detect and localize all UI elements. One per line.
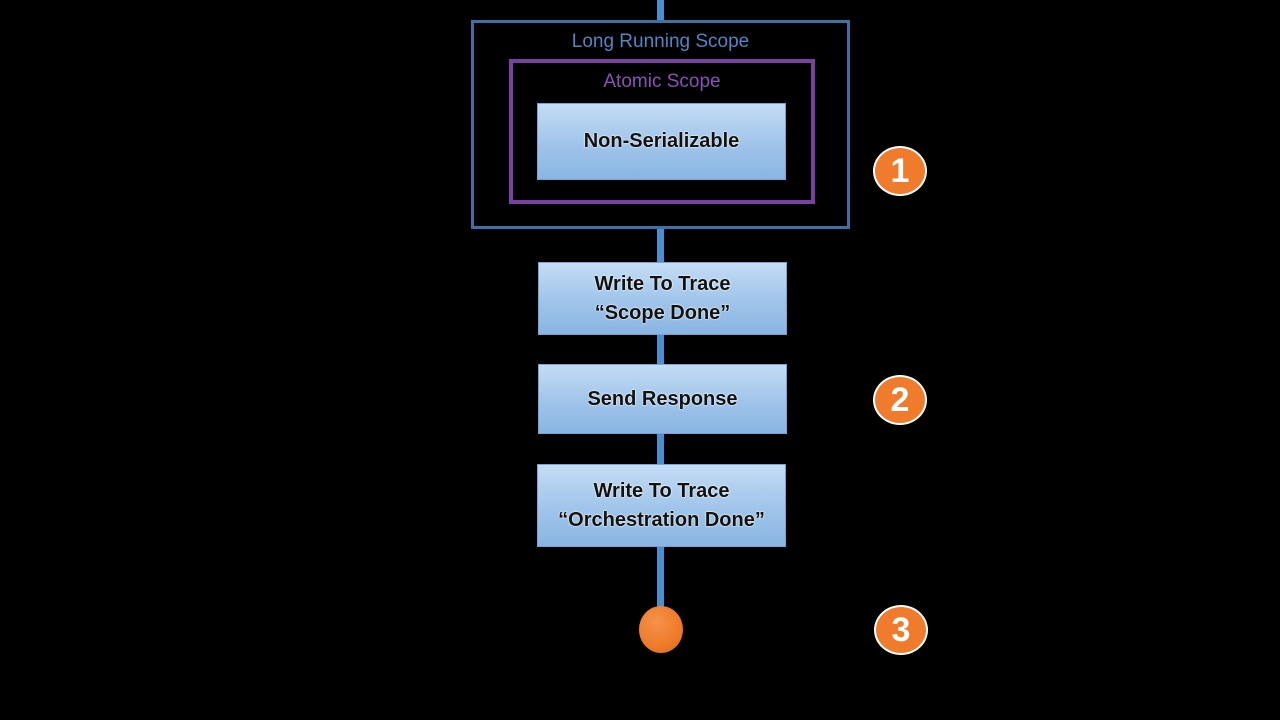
write-trace-label: Write To Trace — [594, 272, 731, 295]
write-trace-scope-done-shape[interactable]: Write To Trace “Scope Done” — [538, 262, 787, 335]
orchestration-end-node — [639, 606, 683, 653]
send-response-label: Send Response — [587, 387, 738, 410]
step-badge-1: 1 — [873, 146, 927, 196]
flow-connector-top — [657, 0, 664, 22]
write-trace-orchestration-done-shape[interactable]: Write To Trace “Orchestration Done” — [537, 464, 786, 547]
step-badge-2: 2 — [873, 375, 927, 425]
long-running-scope-label: Long Running Scope — [571, 31, 750, 52]
atomic-scope-label: Atomic Scope — [603, 71, 721, 92]
write-trace-label: Write To Trace — [593, 479, 730, 502]
step-badge-3: 3 — [874, 605, 928, 655]
orchestration-done-label: “Orchestration Done” — [558, 508, 765, 531]
non-serializable-label: Non-Serializable — [583, 130, 740, 152]
send-response-shape[interactable]: Send Response — [538, 364, 787, 434]
non-serializable-shape[interactable]: Non-Serializable — [537, 103, 786, 180]
scope-done-label: “Scope Done” — [594, 301, 731, 324]
